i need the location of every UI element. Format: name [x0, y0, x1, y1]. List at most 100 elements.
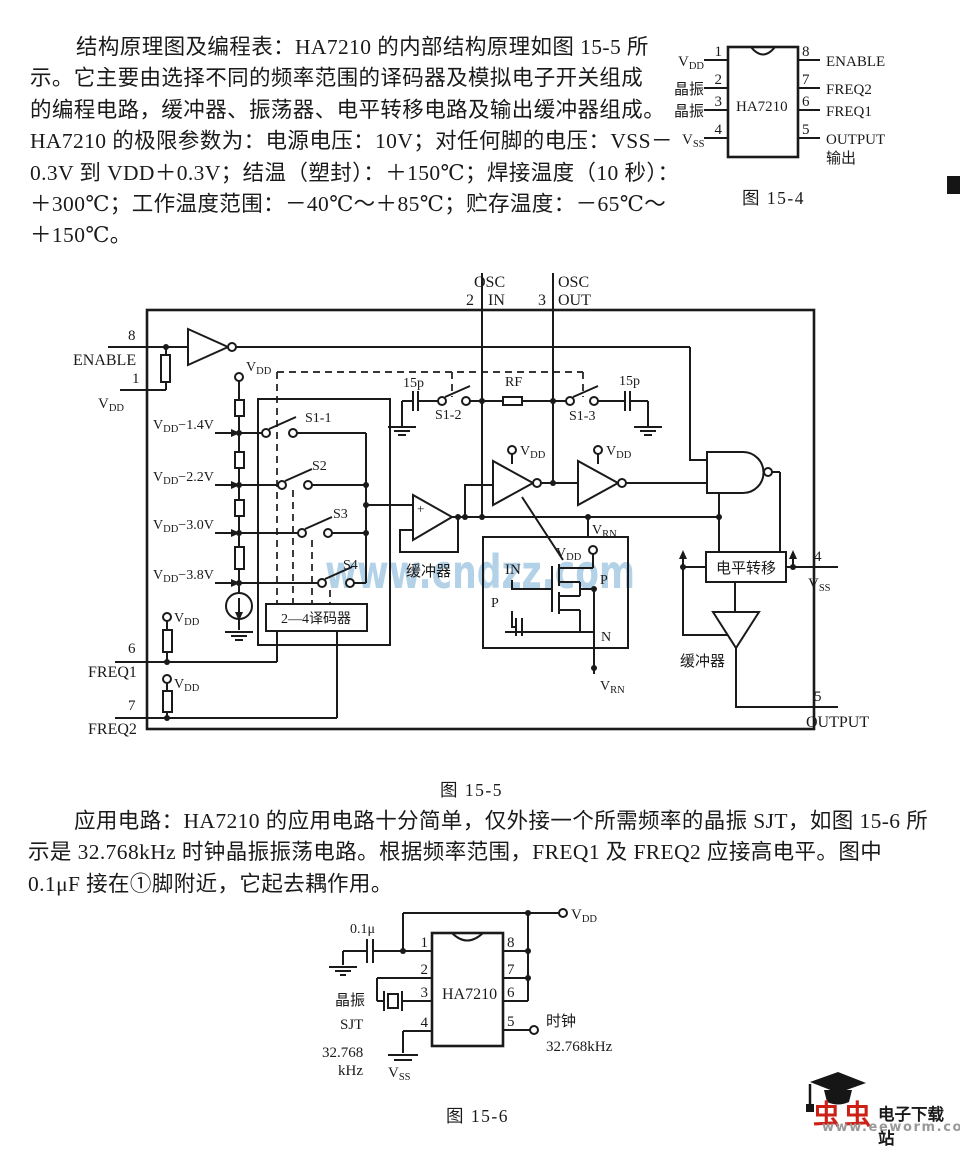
paragraph-line: 示。它主要由选择不同的频率范围的译码器及模拟电子开关组成	[30, 66, 644, 91]
pin-label-vdd: VDD	[678, 54, 704, 72]
level-shift-label: 电平转移	[716, 560, 776, 577]
graduation-cap-icon	[806, 1072, 866, 1112]
vss-label: VSS	[808, 576, 831, 594]
crystal-freq-unit: kHz	[338, 1063, 363, 1079]
ladder-tap-2: VDD−2.2V	[153, 470, 214, 487]
vdd-label: VDD	[606, 444, 632, 461]
pin-number-4: 4	[421, 1015, 429, 1031]
pin-number-2: 2	[421, 962, 429, 978]
pin-number-2: 2	[466, 292, 474, 309]
freq2-label: FREQ2	[88, 721, 137, 738]
pin-number-3: 3	[421, 985, 429, 1001]
chip-label: HA7210	[736, 99, 788, 115]
output-label: OUTPUT	[806, 714, 869, 731]
vdd-label: VDD	[520, 444, 546, 461]
crystal-freq: 32.768	[322, 1045, 363, 1061]
pin-number-8: 8	[802, 44, 810, 60]
crystal-name: SJT	[340, 1017, 363, 1033]
clock-freq-label: 32.768kHz	[546, 1039, 613, 1055]
rf-label: RF	[505, 375, 522, 390]
ladder-tap-4: VDD−3.8V	[153, 568, 214, 585]
clock-label: 时钟	[546, 1013, 576, 1030]
pin-number-1: 1	[715, 44, 723, 60]
figure-15-5-schematic: www.cndzz.com	[73, 273, 869, 738]
ladder-tap-1: VDD−1.4V	[153, 418, 214, 435]
vdd-label: VDD	[174, 611, 200, 628]
paragraph-line: 0.3V 到 VDD＋0.3V；结温（塑封）：＋150℃；焊接温度（10 秒）：	[30, 160, 680, 185]
pin-number-3: 3	[538, 292, 546, 309]
vdd-label: VDD	[556, 546, 582, 563]
crystal-label: 晶振	[335, 992, 365, 1009]
pin-number-7: 7	[802, 72, 810, 88]
pin-number-2: 2	[715, 72, 723, 88]
buffer-label: 缓冲器	[406, 563, 451, 580]
osc-label: OSC	[558, 274, 589, 291]
in-label: IN	[505, 562, 521, 578]
pin-number-5: 5	[814, 689, 822, 705]
vdd-label: VDD	[98, 396, 124, 414]
switch-s2-label: S2	[312, 459, 327, 474]
opamp-plus: +	[417, 501, 424, 516]
chip-label: HA7210	[442, 986, 497, 1003]
paragraph-line: 应用电路：HA7210 的应用电路十分简单，仅外接一个所需频率的晶振 SJT，如…	[74, 809, 929, 833]
switch-s1-1-label: S1-1	[305, 411, 331, 426]
freq1-label: FREQ1	[88, 664, 137, 681]
paragraph-line: 示是 32.768kHz 时钟晶振振荡电路。根据频率范围，FREQ1 及 FRE…	[28, 840, 883, 865]
pin-number-6: 6	[802, 94, 810, 110]
pin-label-vss: VSS	[682, 132, 705, 150]
vdd-label: VDD	[174, 677, 200, 694]
pin-label-xtal1: 晶振	[674, 81, 704, 98]
pin-number-5: 5	[802, 122, 810, 138]
switch-s1-2-label: S1-2	[435, 408, 461, 423]
paragraph-line: HA7210 的极限参数为：电源电压：10V；对任何脚的电压：VSS－	[30, 129, 673, 154]
pin-label-freq1: FREQ1	[826, 104, 872, 120]
pin-number-1: 1	[421, 935, 429, 951]
pin-label-shuchu: 输出	[826, 150, 856, 167]
vrn-label: VRN	[600, 679, 625, 696]
pin-number-6: 6	[128, 641, 136, 657]
pin-number-5: 5	[507, 1014, 515, 1030]
paragraph-line: ＋300℃；工作温度范围：－40℃～＋85℃；贮存温度：－65℃～	[30, 192, 667, 217]
decoupling-cap-label: 0.1μ	[350, 922, 375, 937]
pin-label-xtal2: 晶振	[674, 103, 704, 120]
pin-number-4: 4	[814, 549, 822, 565]
pin-number-3: 3	[715, 94, 723, 110]
schematic-wires	[108, 273, 838, 731]
decoder-label: 2—4译码器	[281, 611, 351, 627]
pin-label-freq2: FREQ2	[826, 82, 872, 98]
pin-number-7: 7	[128, 698, 136, 714]
figure-15-4-pinout: HA7210 VDD 晶振 晶振 VSS 1 2 3 4 8 7 6 5 ENA…	[674, 44, 885, 167]
pin-number-4: 4	[715, 122, 723, 138]
switch-s1-3-label: S1-3	[569, 409, 595, 424]
pin-label-output: OUTPUT	[826, 132, 885, 148]
osc-label: OSC	[474, 274, 505, 291]
cap-15p-right-label: 15p	[619, 374, 640, 389]
application-paragraph: 应用电路：HA7210 的应用电路十分简单，仅外接一个所需频率的晶振 SJT，如…	[28, 806, 943, 900]
pin-number-8: 8	[128, 328, 136, 344]
ladder-tap-3: VDD−3.0V	[153, 518, 214, 535]
pin-number-7: 7	[507, 962, 515, 978]
logo-url-text: www.eeworm.com	[822, 1120, 960, 1135]
logo-brand-text: 虫虫	[813, 1100, 875, 1130]
enable-label: ENABLE	[73, 352, 136, 369]
osc-in-label: IN	[488, 292, 505, 309]
pin-number-8: 8	[507, 935, 515, 951]
pin-number-6: 6	[507, 985, 515, 1001]
figure-15-6-circuit: HA7210 1 2 3 4 8 7 6 5 VDD 0.1μ 晶振 SJT 3…	[322, 907, 613, 1083]
osc-out-label: OUT	[558, 292, 591, 309]
pin-label-enable: ENABLE	[826, 54, 885, 70]
paragraph-line: ＋150℃。	[30, 223, 132, 248]
vdd-label: VDD	[571, 907, 597, 925]
watermark: www.cndzz.com	[325, 545, 635, 599]
chip-outline	[704, 45, 820, 159]
figure-15-6-caption: 图 15-6	[446, 1106, 509, 1126]
p-node-label: P	[600, 573, 608, 588]
n-label: N	[601, 630, 611, 645]
circuit-wires	[329, 908, 568, 1061]
intro-paragraph: 结构原理图及编程表：HA7210 的内部结构原理如图 15-5 所 示。它主要由…	[30, 32, 680, 252]
figure-15-5-caption: 图 15-5	[440, 780, 503, 800]
scan-artifact	[947, 176, 960, 194]
figure-15-4-caption: 图 15-4	[742, 188, 805, 208]
vss-label: VSS	[388, 1065, 411, 1083]
vdd-label: VDD	[246, 360, 272, 377]
